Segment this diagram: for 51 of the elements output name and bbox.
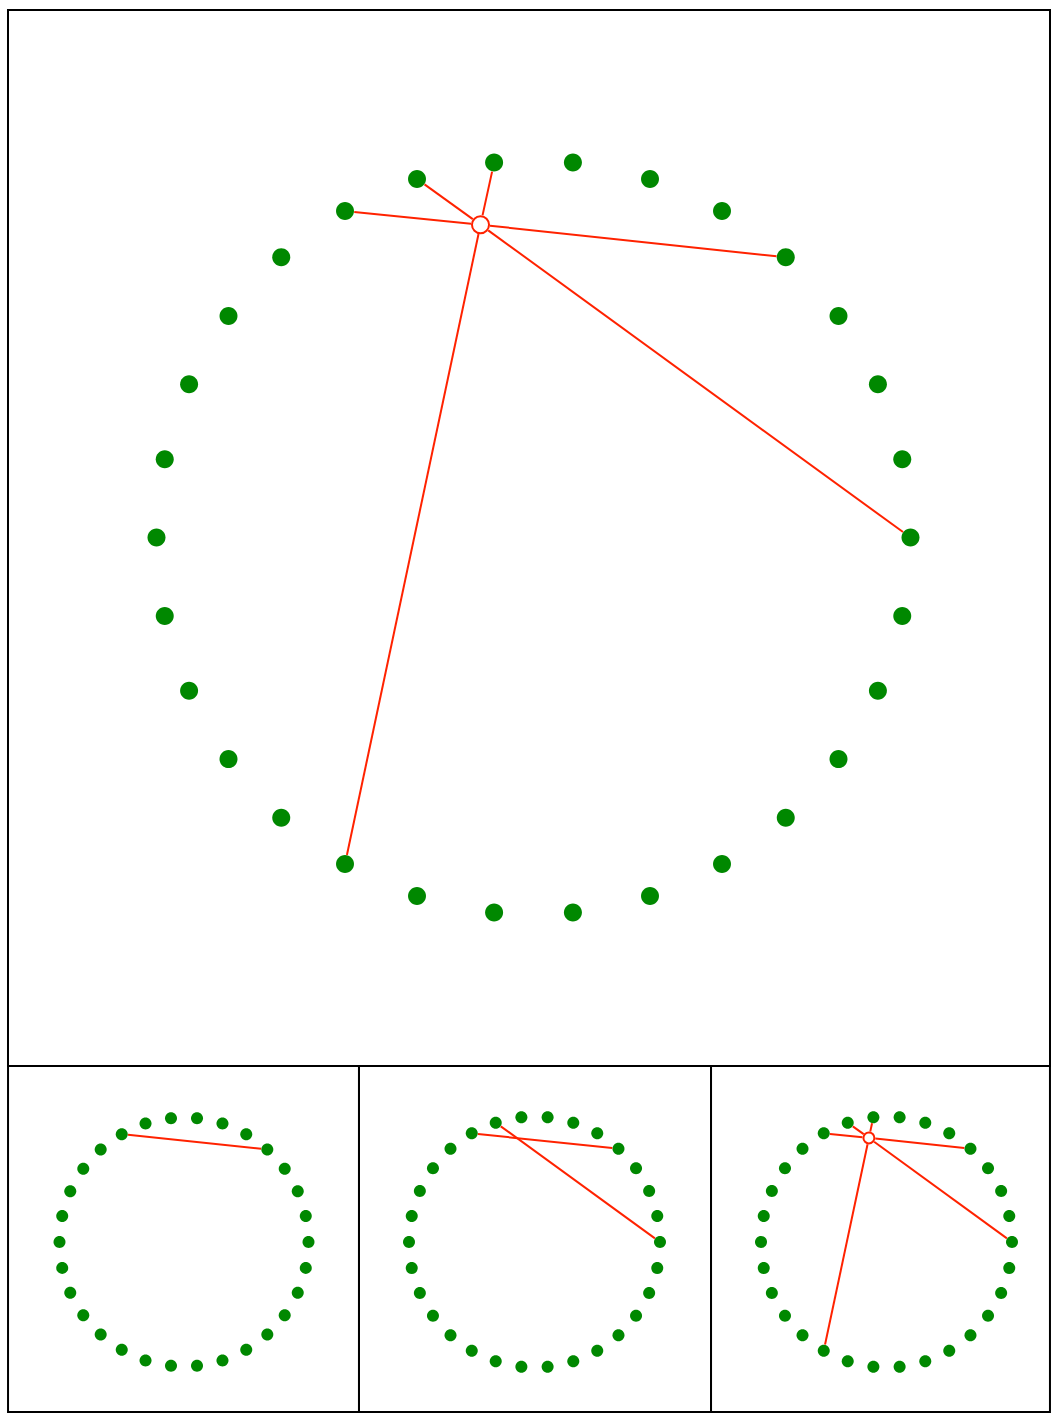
dot	[713, 855, 731, 873]
intersection-marker	[862, 1131, 876, 1145]
chord-line	[477, 1132, 614, 1150]
dot	[180, 681, 199, 700]
chord-line	[489, 224, 778, 258]
dot	[180, 375, 199, 394]
dot	[901, 528, 920, 547]
chord-line	[824, 1143, 869, 1346]
chord-line	[423, 183, 474, 221]
chord-line	[873, 1140, 1008, 1240]
chord-line	[499, 1125, 656, 1240]
dot	[155, 606, 174, 625]
dot	[408, 887, 426, 906]
dot	[641, 887, 659, 906]
dot	[147, 528, 166, 547]
dot	[336, 202, 354, 220]
dot	[868, 375, 887, 394]
dot	[641, 169, 659, 188]
chord-line	[353, 210, 472, 225]
dot	[155, 450, 174, 469]
dot	[829, 750, 848, 769]
dot	[776, 808, 795, 827]
chord-line	[874, 1137, 966, 1150]
dot	[563, 153, 582, 172]
intersection-marker	[470, 215, 491, 235]
dot	[336, 855, 354, 873]
dot	[868, 681, 887, 700]
panel-frame	[7, 1065, 360, 1413]
dot	[408, 169, 426, 188]
panel-frame	[7, 9, 1051, 1067]
dot	[272, 808, 291, 827]
chord-line	[127, 1133, 263, 1150]
dot	[272, 248, 291, 267]
dot	[485, 903, 504, 922]
chord-line	[829, 1132, 864, 1139]
panel-frame	[358, 1065, 712, 1413]
dot	[219, 306, 238, 325]
dot	[219, 750, 238, 769]
chord-line	[851, 1125, 865, 1136]
dot	[829, 306, 848, 325]
panel-frame	[710, 1065, 1051, 1413]
chord-line	[481, 170, 494, 217]
dot	[485, 153, 504, 172]
dot	[893, 606, 912, 625]
dot	[563, 903, 582, 922]
dot	[776, 248, 795, 267]
dot	[893, 450, 912, 469]
chord-line	[869, 1122, 874, 1133]
chord-line	[345, 233, 480, 856]
chord-line	[487, 229, 904, 534]
dot	[713, 202, 731, 220]
